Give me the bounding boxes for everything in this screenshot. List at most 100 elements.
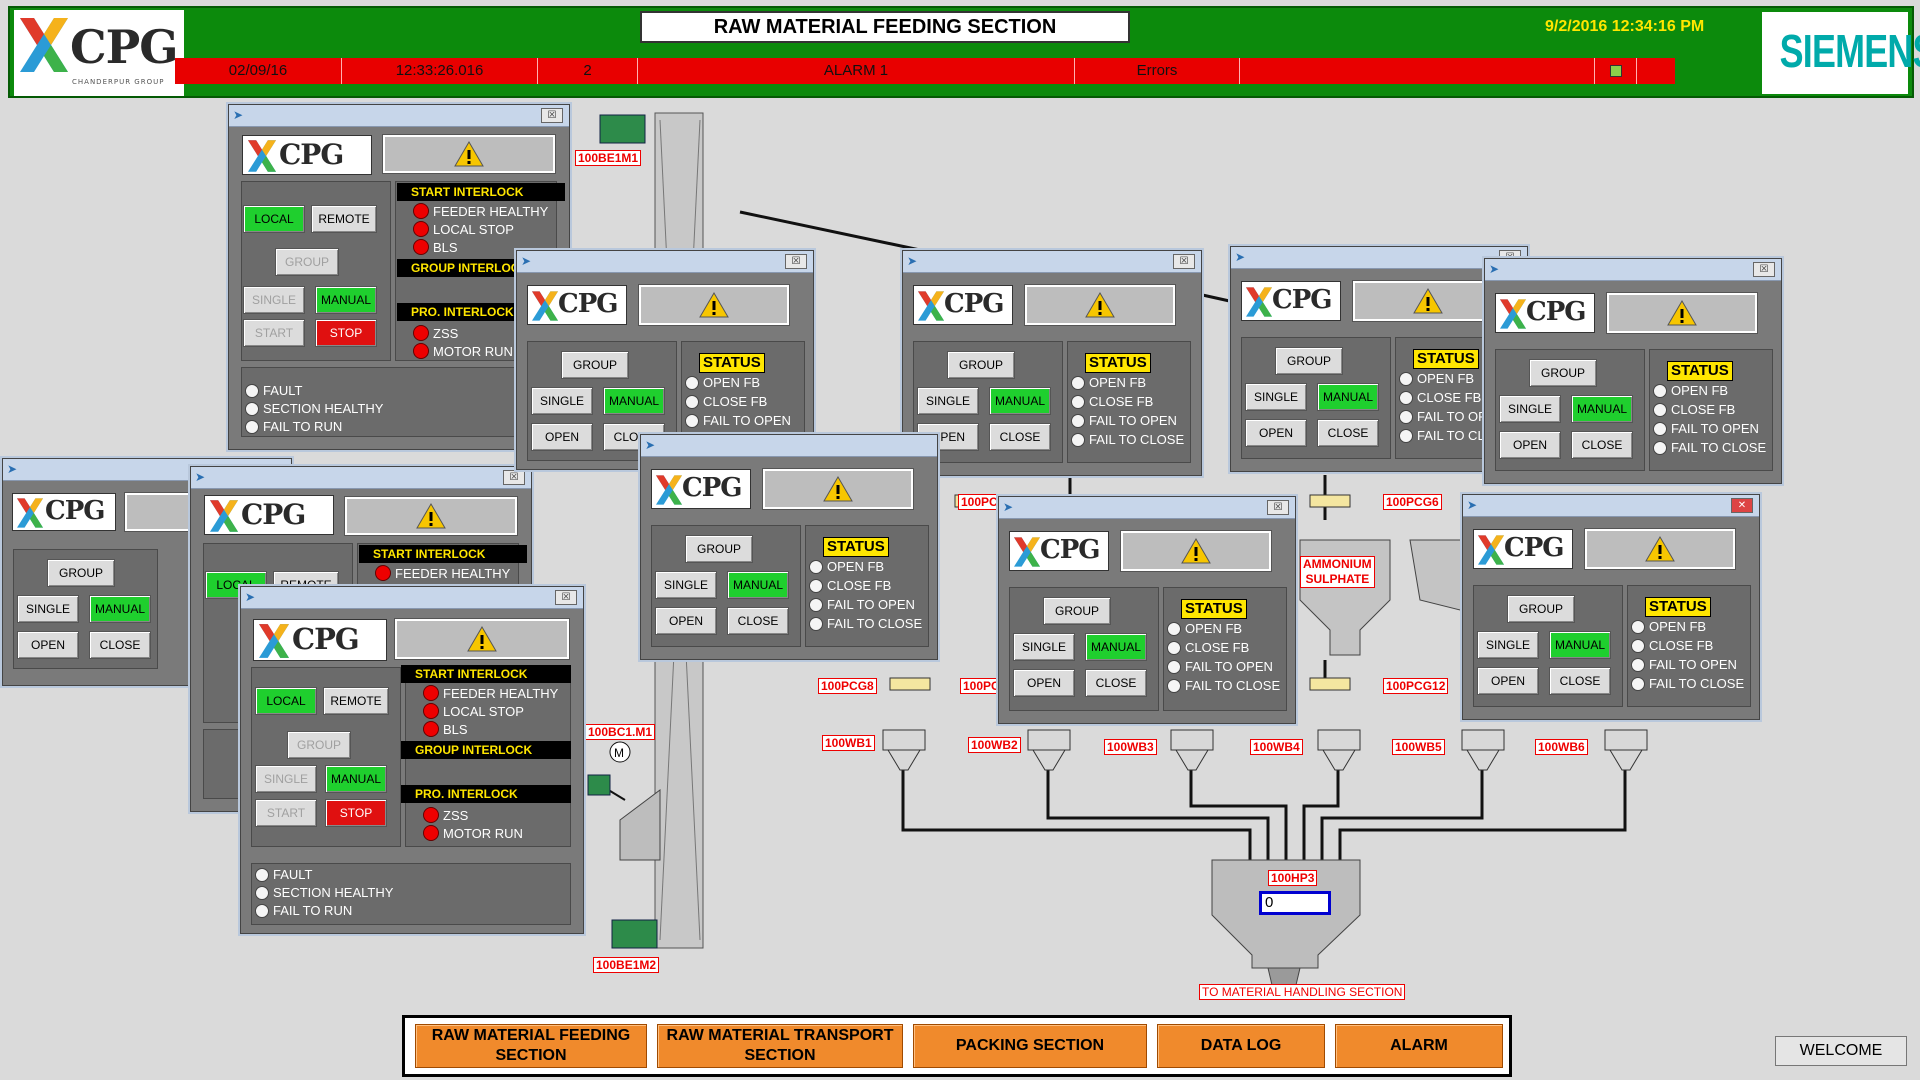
close-button[interactable]: CLOSE [1317, 419, 1379, 447]
tag-100wb6[interactable]: 100WB6 [1535, 739, 1588, 755]
nav-packing-section[interactable]: PACKING SECTION [913, 1024, 1147, 1068]
faceplate-window-valve-e[interactable]: ➤☒ CPG GROUP SINGLE MANUAL OPEN CLOSE ST… [516, 250, 814, 470]
faceplate-window-valve-f[interactable]: ➤☒ CPG GROUP SINGLE MANUAL OPEN CLOSE ST… [902, 250, 1202, 476]
start-button[interactable]: START [255, 799, 317, 827]
open-button[interactable]: OPEN [1245, 419, 1307, 447]
manual-button[interactable]: MANUAL [1549, 631, 1611, 659]
single-button[interactable]: SINGLE [1013, 633, 1075, 661]
tag-100pcg8[interactable]: 100PCG8 [818, 678, 877, 694]
close-icon[interactable]: ☒ [555, 590, 577, 605]
faceplate-window-valve-j[interactable]: ➤☒ CPG GROUP SINGLE MANUAL OPEN CLOSE ST… [998, 496, 1296, 724]
stop-button[interactable]: STOP [325, 799, 387, 827]
tag-100wb4[interactable]: 100WB4 [1250, 739, 1303, 755]
tag-100be1m1[interactable]: 100BE1M1 [575, 150, 642, 166]
close-button[interactable]: CLOSE [89, 631, 151, 659]
group-button[interactable]: GROUP [1507, 595, 1575, 623]
hp3-level-input[interactable]: 0 [1259, 891, 1331, 915]
group-button[interactable]: GROUP [275, 248, 339, 276]
warning-panel[interactable] [1584, 528, 1736, 570]
group-button[interactable]: GROUP [947, 351, 1015, 379]
single-button[interactable]: SINGLE [917, 387, 979, 415]
manual-button[interactable]: MANUAL [1085, 633, 1147, 661]
manual-button[interactable]: MANUAL [603, 387, 665, 415]
close-icon[interactable]: ☒ [1173, 254, 1195, 269]
close-icon[interactable]: ☒ [785, 254, 807, 269]
window-titlebar[interactable]: ➤✕ [1463, 495, 1759, 517]
warning-panel[interactable] [1606, 292, 1758, 334]
close-button[interactable]: CLOSE [1085, 669, 1147, 697]
stop-button[interactable]: STOP [315, 319, 377, 347]
single-button[interactable]: SINGLE [1499, 395, 1561, 423]
single-button[interactable]: SINGLE [255, 765, 317, 793]
tag-100wb5[interactable]: 100WB5 [1392, 739, 1445, 755]
remote-button[interactable]: REMOTE [311, 205, 377, 233]
group-button[interactable]: GROUP [1043, 597, 1111, 625]
single-button[interactable]: SINGLE [17, 595, 79, 623]
tag-100bc1m1[interactable]: 100BC1.M1 [585, 724, 656, 740]
tag-100pcg12[interactable]: 100PCG12 [1383, 678, 1449, 694]
faceplate-window-valve-k[interactable]: ➤✕ CPG GROUP SINGLE MANUAL OPEN CLOSE ST… [1462, 494, 1760, 720]
tag-100wb3[interactable]: 100WB3 [1104, 739, 1157, 755]
faceplate-window-motor-d[interactable]: ➤☒ CPG LOCAL REMOTE GROUP SINGLE MANUAL … [240, 586, 584, 934]
group-button[interactable]: GROUP [1529, 359, 1597, 387]
local-button[interactable]: LOCAL [243, 205, 305, 233]
alarm-bar[interactable]: 02/09/16 12:33:26.016 2 ALARM 1 Errors [175, 58, 1675, 84]
alarm-ack-icon[interactable] [1595, 58, 1637, 84]
close-button[interactable]: CLOSE [727, 607, 789, 635]
close-icon[interactable]: ☒ [1753, 262, 1775, 277]
window-titlebar[interactable]: ➤ [641, 435, 937, 457]
close-icon[interactable]: ☒ [1267, 500, 1289, 515]
group-button[interactable]: GROUP [685, 535, 753, 563]
window-titlebar[interactable]: ➤☒ [999, 497, 1295, 519]
close-icon[interactable]: ✕ [1731, 498, 1753, 513]
remote-button[interactable]: REMOTE [323, 687, 389, 715]
tag-100pcg-partial[interactable]: 100PC [960, 678, 1003, 694]
open-button[interactable]: OPEN [17, 631, 79, 659]
close-button[interactable]: CLOSE [989, 423, 1051, 451]
warning-panel[interactable] [344, 496, 518, 536]
open-button[interactable]: OPEN [1013, 669, 1075, 697]
tag-100hp3[interactable]: 100HP3 [1268, 870, 1318, 886]
manual-button[interactable]: MANUAL [727, 571, 789, 599]
single-button[interactable]: SINGLE [243, 286, 305, 314]
open-button[interactable]: OPEN [655, 607, 717, 635]
open-button[interactable]: OPEN [531, 423, 593, 451]
tag-100wb2[interactable]: 100WB2 [968, 737, 1021, 753]
tag-ammonium-sulphate[interactable]: AMMONIUM SULPHATE [1300, 556, 1375, 588]
faceplate-window-valve-i[interactable]: ➤ CPG GROUP SINGLE MANUAL OPEN CLOSE STA… [640, 434, 938, 660]
close-icon[interactable]: ☒ [503, 470, 525, 485]
manual-button[interactable]: MANUAL [89, 595, 151, 623]
faceplate-window-valve-g[interactable]: ➤☒ CPG GROUP SINGLE MANUAL OPEN CLOSE ST… [1230, 246, 1528, 472]
faceplate-window-valve-h[interactable]: ➤☒ CPG GROUP SINGLE MANUAL OPEN CLOSE ST… [1484, 258, 1782, 484]
nav-raw-material-feeding[interactable]: RAW MATERIAL FEEDING SECTION [415, 1024, 647, 1068]
tag-100pcg-partial-2[interactable]: 100PC [958, 494, 1001, 510]
tag-to-material-handling[interactable]: TO MATERIAL HANDLING SECTION [1199, 984, 1406, 1000]
manual-button[interactable]: MANUAL [989, 387, 1051, 415]
window-titlebar[interactable]: ➤☒ [191, 467, 531, 489]
warning-panel[interactable] [394, 618, 570, 660]
tag-100pcg6[interactable]: 100PCG6 [1383, 494, 1442, 510]
tag-100wb1[interactable]: 100WB1 [822, 735, 875, 751]
local-button[interactable]: LOCAL [255, 687, 317, 715]
warning-panel[interactable] [1120, 530, 1272, 572]
manual-button[interactable]: MANUAL [1317, 383, 1379, 411]
nav-data-log[interactable]: DATA LOG [1157, 1024, 1325, 1068]
window-titlebar[interactable]: ➤☒ [903, 251, 1201, 273]
manual-button[interactable]: MANUAL [1571, 395, 1633, 423]
group-button[interactable]: GROUP [561, 351, 629, 379]
close-button[interactable]: CLOSE [1571, 431, 1633, 459]
warning-panel[interactable] [638, 284, 790, 326]
manual-button[interactable]: MANUAL [315, 286, 377, 314]
single-button[interactable]: SINGLE [655, 571, 717, 599]
close-button[interactable]: CLOSE [1549, 667, 1611, 695]
manual-button[interactable]: MANUAL [325, 765, 387, 793]
warning-panel[interactable] [1024, 284, 1176, 326]
tag-100be1m2[interactable]: 100BE1M2 [593, 957, 660, 973]
warning-panel[interactable] [762, 468, 914, 510]
window-titlebar[interactable]: ➤☒ [1231, 247, 1527, 269]
welcome-button[interactable]: WELCOME [1775, 1036, 1907, 1066]
group-button[interactable]: GROUP [47, 559, 115, 587]
open-button[interactable]: OPEN [1499, 431, 1561, 459]
close-icon[interactable]: ☒ [541, 108, 563, 123]
open-button[interactable]: OPEN [1477, 667, 1539, 695]
